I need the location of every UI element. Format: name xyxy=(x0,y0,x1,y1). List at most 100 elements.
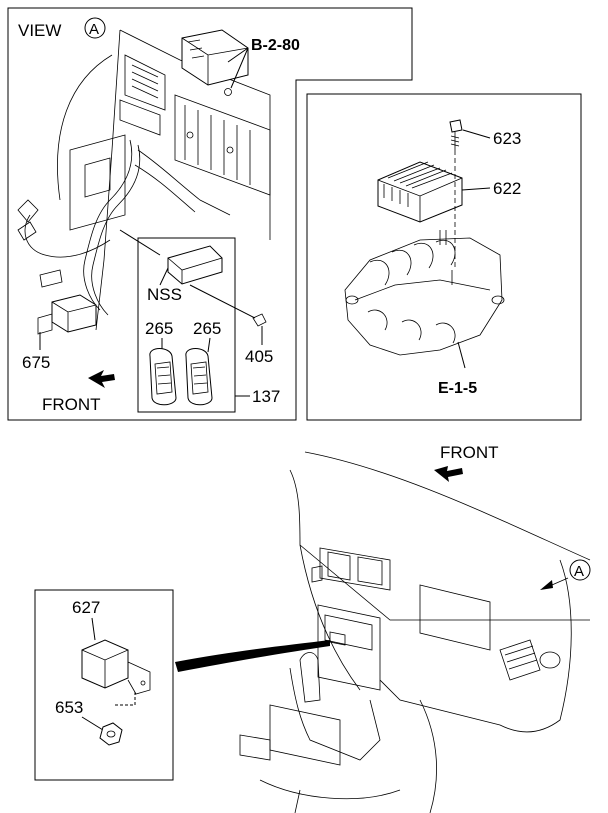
keyfob-box xyxy=(137,237,236,413)
relay-675-edges xyxy=(51,301,97,332)
module-inset: 627 653 xyxy=(34,589,174,781)
manifold-frame xyxy=(306,93,582,421)
b280-leader xyxy=(227,47,249,89)
dash-speaker xyxy=(539,651,561,669)
vent-lower xyxy=(119,99,161,136)
relay-675 xyxy=(51,294,97,333)
manifold-panel: 623 622 E-1-5 xyxy=(306,93,582,421)
module-622-fins xyxy=(387,161,453,189)
b280-module-edges xyxy=(181,37,249,85)
windshield-line xyxy=(304,451,591,561)
manifold-runners xyxy=(369,239,456,286)
label-675: 675 xyxy=(22,353,50,372)
console-switch xyxy=(239,734,271,761)
manifold-studs xyxy=(439,230,453,285)
label-653: 653 xyxy=(55,698,83,717)
vent-right xyxy=(499,639,541,681)
bracket-hole xyxy=(226,146,234,154)
relay-675-bracket xyxy=(37,313,53,335)
dash-center-edge xyxy=(299,544,361,691)
side-panel xyxy=(69,134,126,231)
module-622-fins-2 xyxy=(383,184,409,207)
shifter-area xyxy=(289,667,381,761)
vent-right-slats xyxy=(504,645,538,670)
shift-gate xyxy=(269,704,341,766)
manifold-boss xyxy=(345,295,359,305)
bracket-panel xyxy=(174,94,271,196)
view-a-arrowhead-icon xyxy=(540,580,553,590)
harness-main xyxy=(83,139,133,311)
intake-manifold xyxy=(344,237,503,356)
view-title: VIEW xyxy=(18,21,61,40)
b280-module xyxy=(181,29,249,86)
nss-screw-line xyxy=(189,284,256,319)
wire-connector xyxy=(39,269,63,288)
bracket-hole xyxy=(186,131,194,139)
callout-wedge xyxy=(175,640,330,672)
nss-label-leader xyxy=(159,267,169,286)
front-label-dash: FRONT xyxy=(440,443,499,462)
module-inset-frame xyxy=(34,589,174,781)
front-arrow-dash-icon xyxy=(434,466,463,482)
label-265-left: 265 xyxy=(145,319,173,338)
harness-branch xyxy=(137,149,231,216)
label-622: 622 xyxy=(493,179,521,198)
dash-top xyxy=(289,469,590,621)
view-a-frame xyxy=(7,7,413,421)
leader-653 xyxy=(81,716,104,731)
ref-b280: B-2-80 xyxy=(251,37,300,54)
vent-slats xyxy=(131,64,159,99)
center-vent-grilles xyxy=(327,551,383,586)
nut-653 xyxy=(99,722,123,746)
leader-623 xyxy=(462,129,491,139)
center-console xyxy=(317,604,381,691)
bolt-623-thread xyxy=(450,135,460,147)
label-623: 623 xyxy=(493,129,521,148)
b280-module-detail xyxy=(187,39,205,59)
console-edge xyxy=(294,789,301,813)
radio-slot xyxy=(324,614,373,651)
view-marker-dash-letter: A xyxy=(574,563,584,580)
shift-knob xyxy=(299,652,321,703)
nss-module xyxy=(167,245,223,285)
label-137: 137 xyxy=(252,387,280,406)
view-marker-dash-circle xyxy=(569,559,591,581)
leader-e15 xyxy=(457,341,466,369)
dash-passenger xyxy=(379,559,572,733)
label-405: 405 xyxy=(245,347,273,366)
leader-622 xyxy=(461,187,491,191)
nss-leader-to-harness xyxy=(119,229,161,256)
leader-627 xyxy=(91,617,96,641)
front-label-view: FRONT xyxy=(42,395,101,414)
center-vents xyxy=(319,547,391,591)
module-627-location xyxy=(329,631,346,646)
module-622-edges xyxy=(377,177,463,222)
dashboard-overview: FRONT A xyxy=(175,443,591,813)
console-lower xyxy=(259,779,401,800)
wire-connector xyxy=(17,221,37,241)
nss-module-edges xyxy=(167,257,223,284)
b280-screw xyxy=(224,88,232,96)
keyfob-left xyxy=(149,348,177,406)
glovebox xyxy=(419,584,491,651)
module-627-bracket xyxy=(127,661,151,695)
frame-curve xyxy=(57,54,113,201)
manifold-flange xyxy=(354,279,491,301)
keyfob-right xyxy=(185,348,213,406)
hazard-switch xyxy=(311,565,323,583)
harness-branch-2 xyxy=(134,164,196,213)
view-marker-circle xyxy=(84,17,106,39)
view-marker-letter: A xyxy=(89,21,99,38)
front-arrow-icon xyxy=(88,370,115,388)
manifold-ports xyxy=(367,309,456,344)
view-a-panel: VIEW A B-2-80 xyxy=(7,7,413,421)
mount-plate xyxy=(84,157,111,198)
module-627-edges xyxy=(81,649,129,688)
bolt-623-head xyxy=(449,119,463,133)
bracket-ribs xyxy=(184,105,251,185)
console-side xyxy=(419,699,437,813)
label-265-right: 265 xyxy=(193,319,221,338)
vent-grille xyxy=(124,54,166,111)
screw-405 xyxy=(252,313,267,327)
